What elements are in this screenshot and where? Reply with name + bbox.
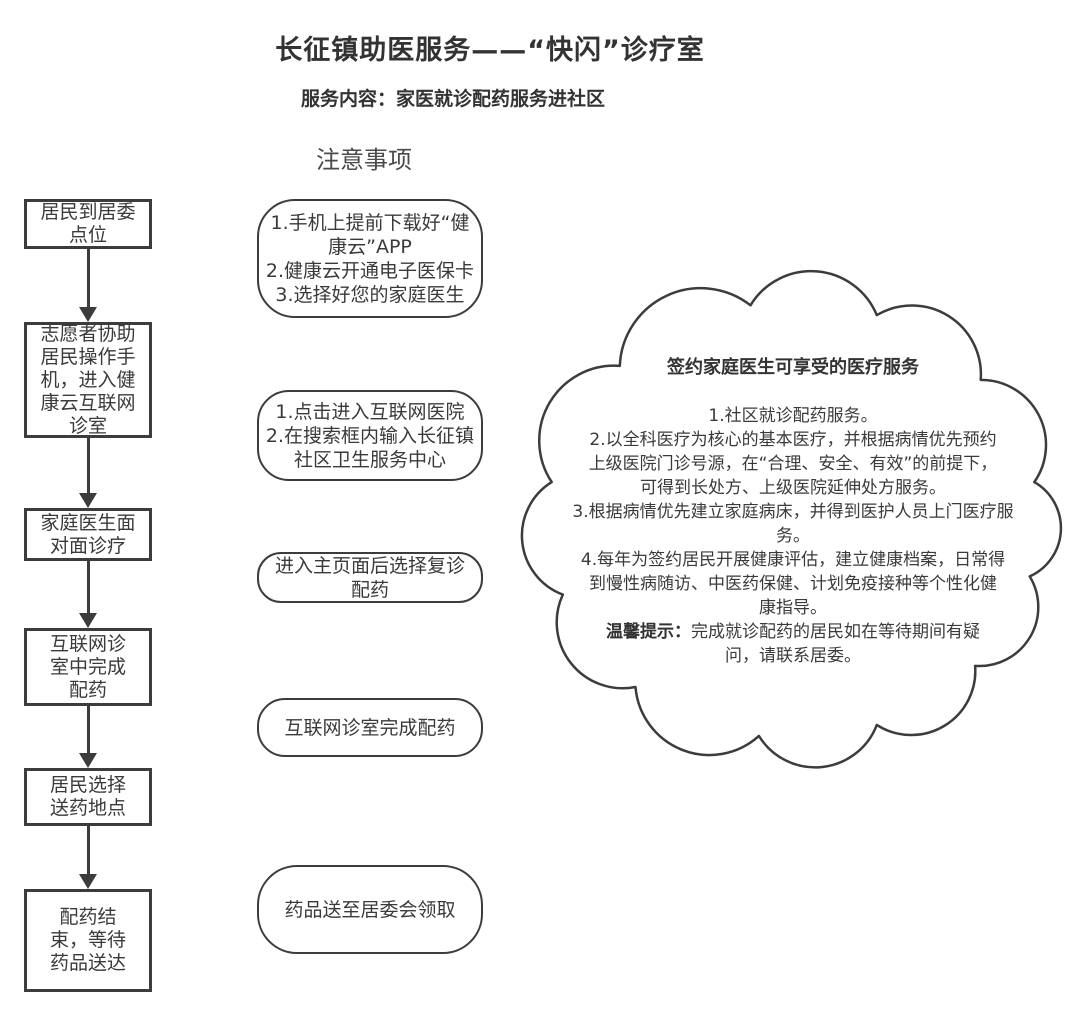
- cloud-item-3: 3.根据病情优先建立家庭病床，并得到医护人员上门医疗服 务。: [572, 502, 1014, 546]
- cloud-content: 签约家庭医生可享受的医疗服务 1.社区就诊配药服务。 2.以全科医疗为核心的基本…: [560, 356, 1026, 668]
- cloud-item-2: 2.以全科医疗为核心的基本医疗，并根据病情优先预约 上级医院门诊号源，在“合理、…: [588, 430, 998, 498]
- notes-heading: 注意事项: [316, 146, 412, 174]
- cloud-tip-text: 完成就诊配药的居民如在等待期间有疑 问，请联系居委。: [691, 622, 980, 666]
- flow-step-online-dispense: 互联网诊 室中完成 配药: [24, 628, 152, 706]
- cloud-item-1: 1.社区就诊配药服务。: [708, 406, 878, 426]
- note-box-search-hospital: 1.点击进入互联网医院 2.在搜索框内输入长征镇 社区卫生服务中心: [257, 390, 483, 481]
- cloud-tip-label: 温馨提示：: [606, 622, 691, 642]
- cloud-title: 签约家庭医生可享受的医疗服务: [667, 357, 919, 378]
- flow-step-choose-delivery: 居民选择 送药地点: [24, 768, 152, 826]
- arrow-head-icon: [79, 493, 97, 508]
- flow-step-doctor-consult: 家庭医生面 对面诊疗: [24, 508, 152, 561]
- page-title: 长征镇助医服务——“快闪”诊疗室: [275, 35, 705, 66]
- flow-step-resident-arrives: 居民到居委 点位: [24, 199, 152, 249]
- cloud-item-4: 4.每年为签约居民开展健康评估，建立健康档案，日常得 到慢性病随访、中医药保健、…: [580, 550, 1006, 618]
- arrow-shaft: [86, 706, 90, 754]
- arrow-head-icon: [79, 874, 97, 889]
- arrow-shaft: [86, 248, 90, 308]
- arrow-shaft: [86, 826, 90, 875]
- arrow-shaft: [86, 438, 90, 494]
- note-box-complete-dispense: 互联网诊室完成配药: [257, 698, 483, 757]
- arrow-head-icon: [79, 753, 97, 768]
- note-box-pickup-location: 药品送至居委会领取: [257, 865, 483, 954]
- cloud-outline: [520, 269, 1063, 769]
- flow-step-volunteer-assists: 志愿者协助 居民操作手 机，进入健 康云互联网 诊室: [24, 322, 152, 438]
- flow-step-wait-delivery: 配药结 束，等待 药品送达: [24, 889, 152, 992]
- arrow-head-icon: [79, 613, 97, 628]
- note-box-app-preparation: 1.手机上提前下载好“健 康云”APP 2.健康云开通电子医保卡 3.选择好您的…: [257, 199, 483, 318]
- arrow-shaft: [86, 561, 90, 614]
- arrow-head-icon: [79, 307, 97, 322]
- cloud-tip: 温馨提示：完成就诊配药的居民如在等待期间有疑 问，请联系居委。: [560, 620, 1026, 668]
- note-box-select-refill: 进入主页面后选择复诊 配药: [257, 552, 483, 603]
- page-subtitle: 服务内容：家医就诊配药服务进社区: [300, 88, 605, 110]
